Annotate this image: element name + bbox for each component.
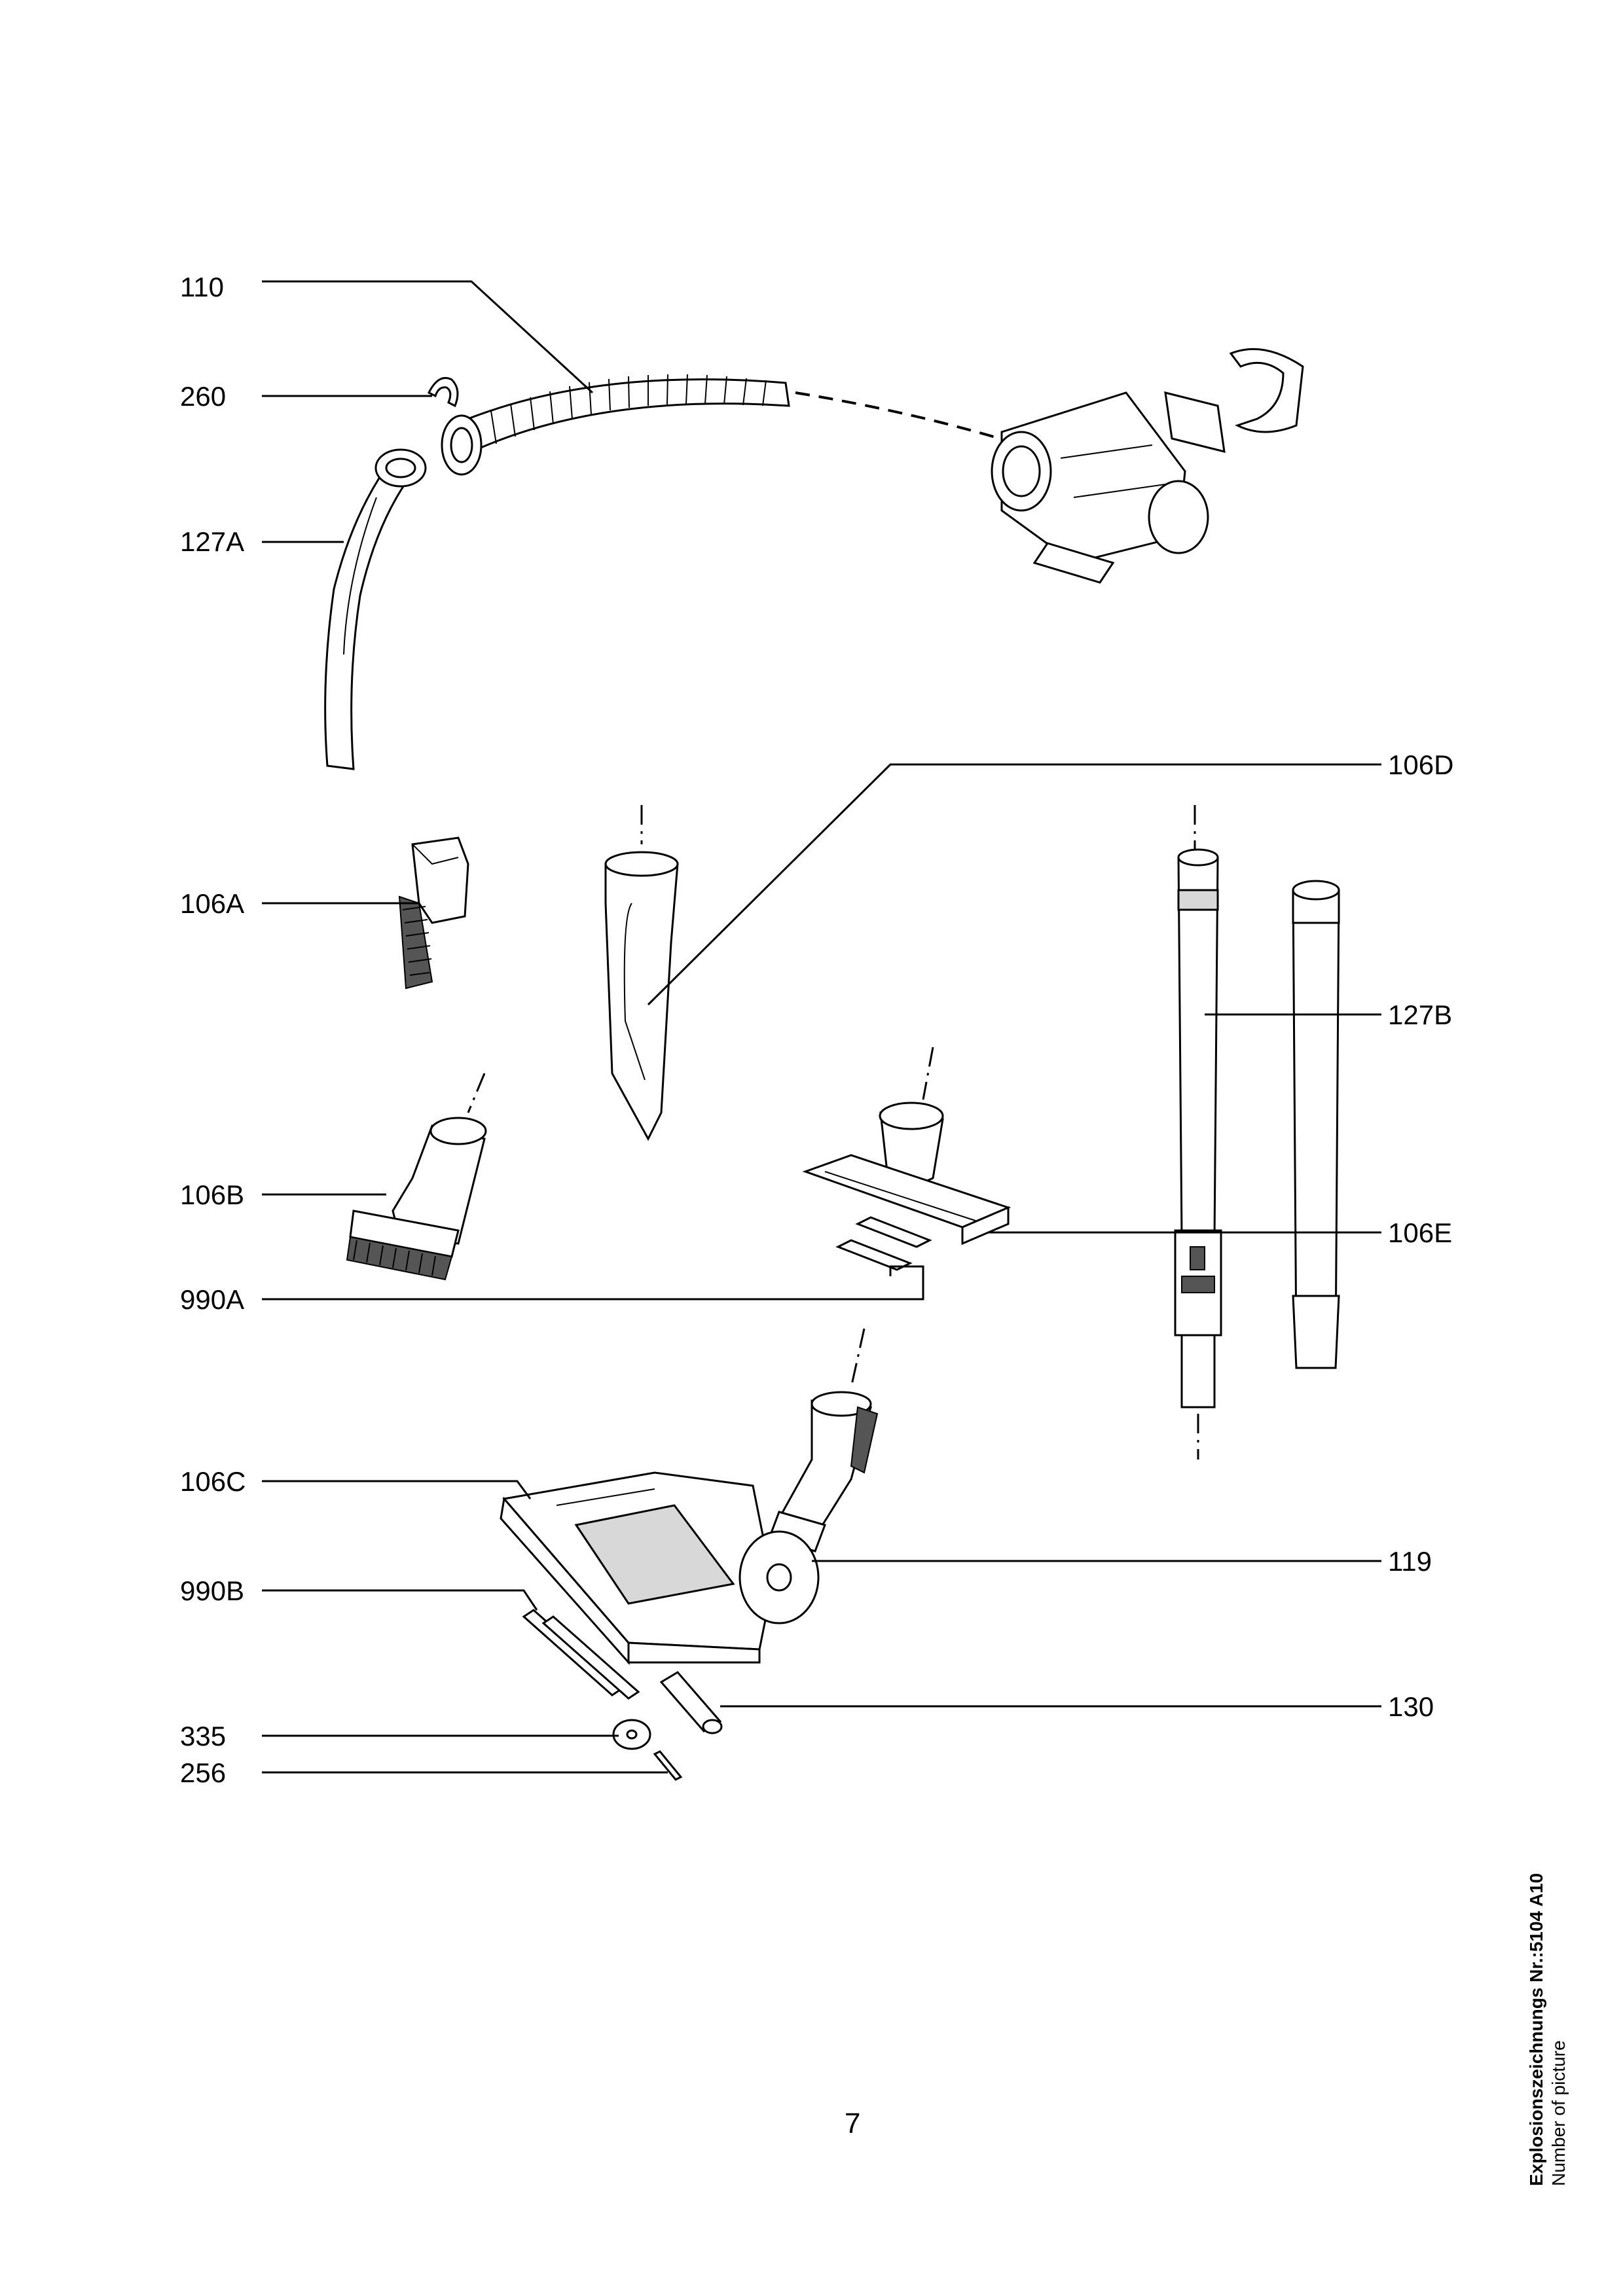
brush-nozzle-106A — [398, 836, 469, 990]
label-127B: 127B — [1388, 999, 1452, 1030]
leader-lines — [262, 280, 1381, 1774]
dusting-brush-106B — [346, 1073, 487, 1281]
upholstery-nozzle-106E — [802, 1047, 1012, 1271]
page-number: 7 — [845, 2108, 861, 2140]
telescopic-tube-127B — [1174, 805, 1222, 1460]
label-106D: 106D — [1388, 749, 1453, 780]
label-260: 260 — [180, 381, 226, 412]
crevice-tool-106D — [604, 805, 679, 1141]
label-106E: 106E — [1388, 1217, 1452, 1248]
label-110: 110 — [180, 272, 224, 302]
label-106B: 106B — [180, 1179, 244, 1210]
label-990A: 990A — [180, 1284, 244, 1315]
label-106C: 106C — [180, 1466, 246, 1497]
side-note-title: Explosionszeichnungs Nr.:5104 A10 — [1526, 1873, 1546, 2186]
side-note: Explosionszeichnungs Nr.:5104 A10 Number… — [1525, 1873, 1570, 2186]
hose-coupling — [991, 348, 1304, 584]
side-note-subtitle: Number of picture — [1548, 2040, 1569, 2186]
part-labels: 110 260 127A 106D 106A 127B 106B 106E 99… — [180, 272, 1453, 1788]
hose-assembly — [324, 374, 1022, 770]
label-335: 335 — [180, 1721, 226, 1751]
extension-tube — [1292, 880, 1340, 1369]
floor-nozzle-106C — [500, 1328, 879, 1781]
label-256: 256 — [180, 1757, 226, 1788]
label-106A: 106A — [180, 888, 244, 919]
label-127A: 127A — [180, 526, 244, 557]
label-119: 119 — [1388, 1546, 1432, 1577]
label-130: 130 — [1388, 1691, 1434, 1722]
label-990B: 990B — [180, 1575, 244, 1606]
